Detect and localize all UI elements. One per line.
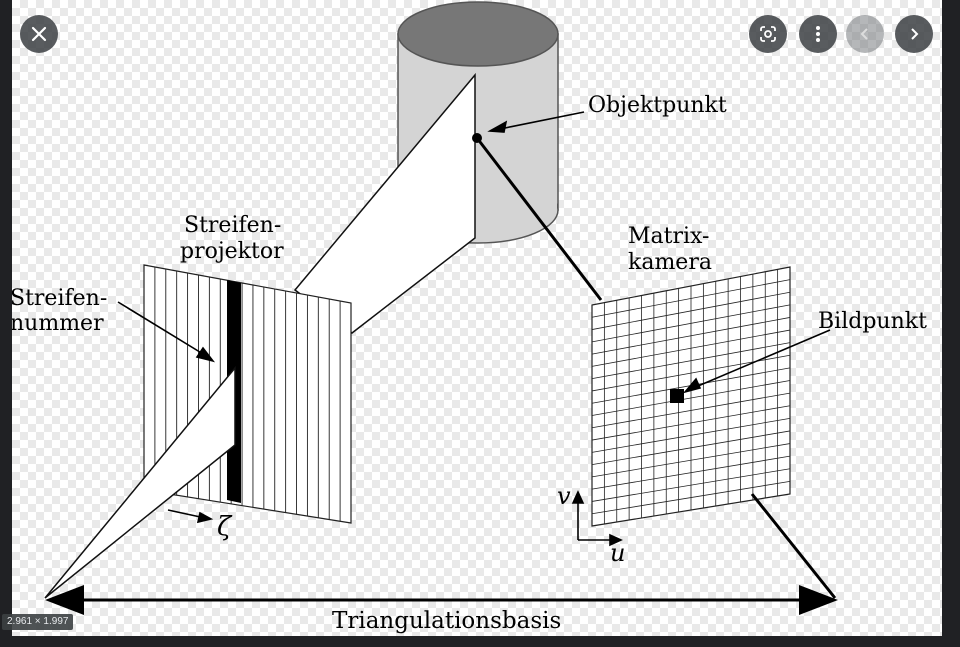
matrix-camera-grid — [591, 266, 791, 527]
camera-grid-line — [591, 417, 791, 453]
label-bildpunkt: Bildpunkt — [818, 309, 927, 334]
camera-ray — [475, 137, 603, 301]
camera-grid-line — [591, 405, 791, 441]
close-icon — [31, 26, 47, 42]
google-lens-button[interactable] — [749, 15, 787, 53]
label-matrixkamera-1: Matrix- — [628, 224, 710, 249]
previous-image-button[interactable] — [846, 15, 884, 53]
more-vert-icon — [816, 26, 820, 42]
camera-grid-line — [591, 329, 791, 367]
label-triangulationsbasis: Triangulationsbasis — [332, 608, 561, 634]
camera-grid-line — [591, 455, 791, 490]
projection-beam — [293, 72, 476, 334]
more-options-button[interactable] — [799, 15, 837, 53]
object-point-dot — [472, 133, 482, 143]
next-image-button[interactable] — [895, 15, 933, 53]
close-button[interactable] — [20, 15, 58, 53]
label-streifennummer-2: nummer — [12, 311, 104, 336]
camera-grid-line — [591, 480, 791, 515]
camera-grid-line — [591, 291, 791, 330]
label-objektpunkt: Objektpunkt — [588, 93, 727, 118]
triangulation-diagram: Objektpunkt Streifen- projektor Streifen… — [12, 1, 927, 634]
triangulation-base — [45, 585, 838, 615]
image-canvas: Objektpunkt Streifen- projektor Streifen… — [12, 0, 942, 636]
label-streifennummer-1: Streifen- — [12, 286, 107, 311]
label-axis-u: u — [610, 539, 625, 567]
label-streifenprojektor-1: Streifen- — [184, 213, 281, 238]
base-right-line — [750, 493, 837, 599]
chevron-right-icon — [911, 28, 919, 40]
camera-grid-line — [591, 304, 791, 343]
camera-axes — [571, 490, 623, 547]
camera-grid-line — [591, 342, 791, 380]
label-zeta: ζ — [217, 512, 233, 542]
google-lens-icon — [760, 26, 776, 42]
camera-grid-line — [591, 468, 791, 502]
camera-grid-line — [591, 392, 791, 429]
image-size-badge: 2.961 × 1.997 — [2, 614, 74, 630]
projection-fan — [44, 365, 236, 599]
label-axis-v: v — [557, 482, 571, 510]
leader-arrows — [117, 111, 831, 524]
chevron-left-icon — [860, 28, 868, 40]
camera-grid-line — [591, 279, 791, 318]
label-matrixkamera-2: kamera — [628, 250, 712, 275]
camera-grid-line — [591, 317, 791, 355]
label-streifenprojektor-2: projektor — [180, 239, 284, 264]
camera-grid-line — [591, 380, 791, 416]
camera-grid-line — [591, 430, 791, 466]
camera-grid-line — [591, 443, 791, 478]
